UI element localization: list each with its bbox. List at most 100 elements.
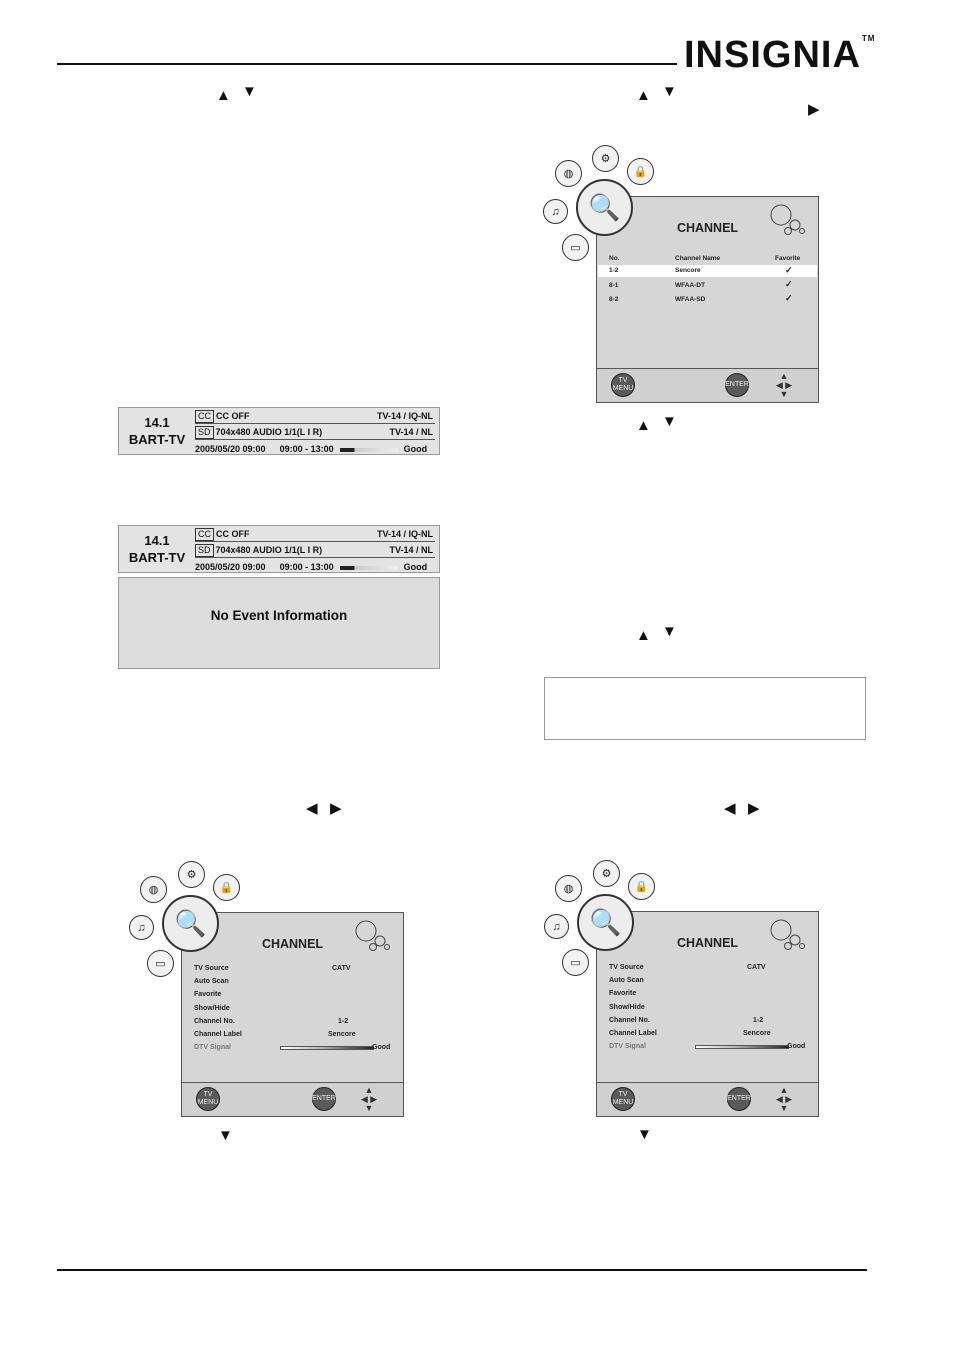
date-time: 2005/05/20 09:00 xyxy=(195,562,266,572)
dpad-icon: ▲◀ ▶▼ xyxy=(360,1085,378,1113)
left-arrow-icon: ◀ xyxy=(306,800,318,817)
date-time: 2005/05/20 09:00 xyxy=(195,444,266,454)
dpad-icon: ▲◀ ▶▼ xyxy=(775,1085,793,1113)
channel-menu-screen: CHANNEL TV Source CATV Auto Scan Favorit… xyxy=(596,911,819,1117)
footer-rule xyxy=(57,1269,867,1271)
music-icon: ♫ xyxy=(543,199,568,224)
list-item[interactable]: 8-1 xyxy=(609,282,619,289)
favorite-check: ✓ xyxy=(785,293,793,303)
menu-item-favorite[interactable]: Favorite xyxy=(609,990,637,997)
channel-label-value: Sencore xyxy=(328,1031,356,1038)
channel-name: BART-TV xyxy=(128,550,186,565)
menu-footer: TV MENU ENTER ▲◀ ▶▼ xyxy=(597,368,818,402)
enter-button[interactable]: ENTER xyxy=(725,373,749,397)
channel-search-icon: 🔍 xyxy=(576,179,633,236)
time-range: 09:00 - 13:00 xyxy=(279,444,334,454)
resolution-audio: 704x480 AUDIO 1/1(L I R) xyxy=(215,545,323,555)
tv-icon: ▭ xyxy=(562,234,589,261)
left-arrow-icon: ◀ xyxy=(724,800,736,817)
tv-icon: ▭ xyxy=(147,950,174,977)
menu-item-dtv-signal: DTV Signal xyxy=(609,1043,646,1050)
menu-item-show-hide[interactable]: Show/Hide xyxy=(194,1005,230,1012)
banner-channel: 14.1 BART-TV xyxy=(119,414,195,448)
tv-menu-button[interactable]: TV MENU xyxy=(611,1087,635,1111)
menu-item-channel-label[interactable]: Channel Label xyxy=(194,1031,242,1038)
down-arrow-icon: ▼ xyxy=(662,623,677,640)
favorite-check: ✓ xyxy=(785,265,793,275)
tv-menu-button[interactable]: TV MENU xyxy=(196,1087,220,1111)
globe-icon: ◍ xyxy=(555,875,582,902)
right-arrow-icon: ▶ xyxy=(330,800,342,817)
up-arrow-icon: ▲ xyxy=(216,87,231,104)
menu-title: CHANNEL xyxy=(261,937,324,951)
signal-quality: Good xyxy=(403,444,428,454)
down-arrow-icon: ▼ xyxy=(662,413,677,430)
enter-button[interactable]: ENTER xyxy=(312,1087,336,1111)
channel-no-value: 1-2 xyxy=(338,1018,349,1025)
resolution-audio: 704x480 AUDIO 1/1(L I R) xyxy=(215,427,323,437)
list-item[interactable]: WFAA-DT xyxy=(675,282,705,289)
gear-icon: ⚙ xyxy=(593,860,620,887)
channel-no-value: 1-2 xyxy=(753,1017,764,1024)
cc-status: CC OFF xyxy=(216,529,250,539)
menu-title: CHANNEL xyxy=(676,221,739,235)
down-arrow-icon: ▼ xyxy=(218,1127,233,1144)
menu-item-tv-source[interactable]: TV Source xyxy=(609,964,644,971)
dtv-signal-bar xyxy=(695,1045,789,1049)
gear-icon: ⚙ xyxy=(178,861,205,888)
menu-item-show-hide[interactable]: Show/Hide xyxy=(609,1004,645,1011)
list-item[interactable]: 1-2 xyxy=(609,267,619,274)
up-arrow-icon: ▲ xyxy=(636,417,651,434)
list-item[interactable]: 8-2 xyxy=(609,296,619,303)
up-arrow-icon: ▲ xyxy=(636,627,651,644)
menu-footer: TV MENU ENTER ▲◀ ▶▼ xyxy=(597,1082,818,1116)
list-item[interactable]: WFAA-SD xyxy=(675,296,706,303)
no-event-panel: No Event Information xyxy=(118,577,440,669)
menu-item-favorite[interactable]: Favorite xyxy=(194,991,222,998)
list-item[interactable]: Sencore xyxy=(675,267,701,274)
rating: TV-14 / NL xyxy=(389,545,433,555)
lock-icon: 🔒 xyxy=(628,873,655,900)
column-no: No. xyxy=(609,255,620,262)
menu-footer: TV MENU ENTER ▲◀ ▶▼ xyxy=(182,1082,403,1116)
dtv-signal-value: Good xyxy=(372,1044,391,1051)
column-channel-name: Channel Name xyxy=(675,255,721,262)
channel-menu-screen: CHANNEL TV Source CATV Auto Scan Favorit… xyxy=(181,912,404,1117)
menu-title: CHANNEL xyxy=(676,936,739,950)
menu-item-auto-scan[interactable]: Auto Scan xyxy=(194,978,229,985)
header-rule xyxy=(57,63,677,65)
lock-icon: 🔒 xyxy=(213,874,240,901)
dtv-signal-value: Good xyxy=(787,1043,806,1050)
channel-number: 14.1 xyxy=(144,533,170,548)
cc-tag: CC xyxy=(195,410,214,423)
channel-list-screen: CHANNEL No. Channel Name Favorite 1-2 Se… xyxy=(596,196,819,403)
no-event-text: No Event Information xyxy=(210,608,348,623)
lock-icon: 🔒 xyxy=(627,158,654,185)
signal-quality: Good xyxy=(403,562,428,572)
down-arrow-icon: ▼ xyxy=(662,83,677,100)
banner-channel: 14.1 BART-TV xyxy=(119,532,195,566)
menu-item-channel-no[interactable]: Channel No. xyxy=(194,1018,235,1025)
channel-search-icon: 🔍 xyxy=(162,895,219,952)
cc-tag: CC xyxy=(195,528,214,541)
insignia-logo: INSIGNIATM xyxy=(684,34,876,76)
menu-item-auto-scan[interactable]: Auto Scan xyxy=(609,977,644,984)
bubbles-icon xyxy=(770,919,805,950)
menu-item-channel-no[interactable]: Channel No. xyxy=(609,1017,650,1024)
signal-bar xyxy=(339,447,398,452)
tv-icon: ▭ xyxy=(562,949,589,976)
signal-bar xyxy=(339,565,398,570)
enter-button[interactable]: ENTER xyxy=(727,1087,751,1111)
down-arrow-icon: ▼ xyxy=(242,83,257,100)
sd-tag: SD xyxy=(195,544,214,557)
menu-item-tv-source[interactable]: TV Source xyxy=(194,965,229,972)
tv-menu-button[interactable]: TV MENU xyxy=(611,373,635,397)
channel-number: 14.1 xyxy=(144,415,170,430)
channel-name: BART-TV xyxy=(128,432,186,447)
music-icon: ♫ xyxy=(544,914,569,939)
menu-item-channel-label[interactable]: Channel Label xyxy=(609,1030,657,1037)
rating: TV-14 / IQ-NL xyxy=(376,411,433,421)
